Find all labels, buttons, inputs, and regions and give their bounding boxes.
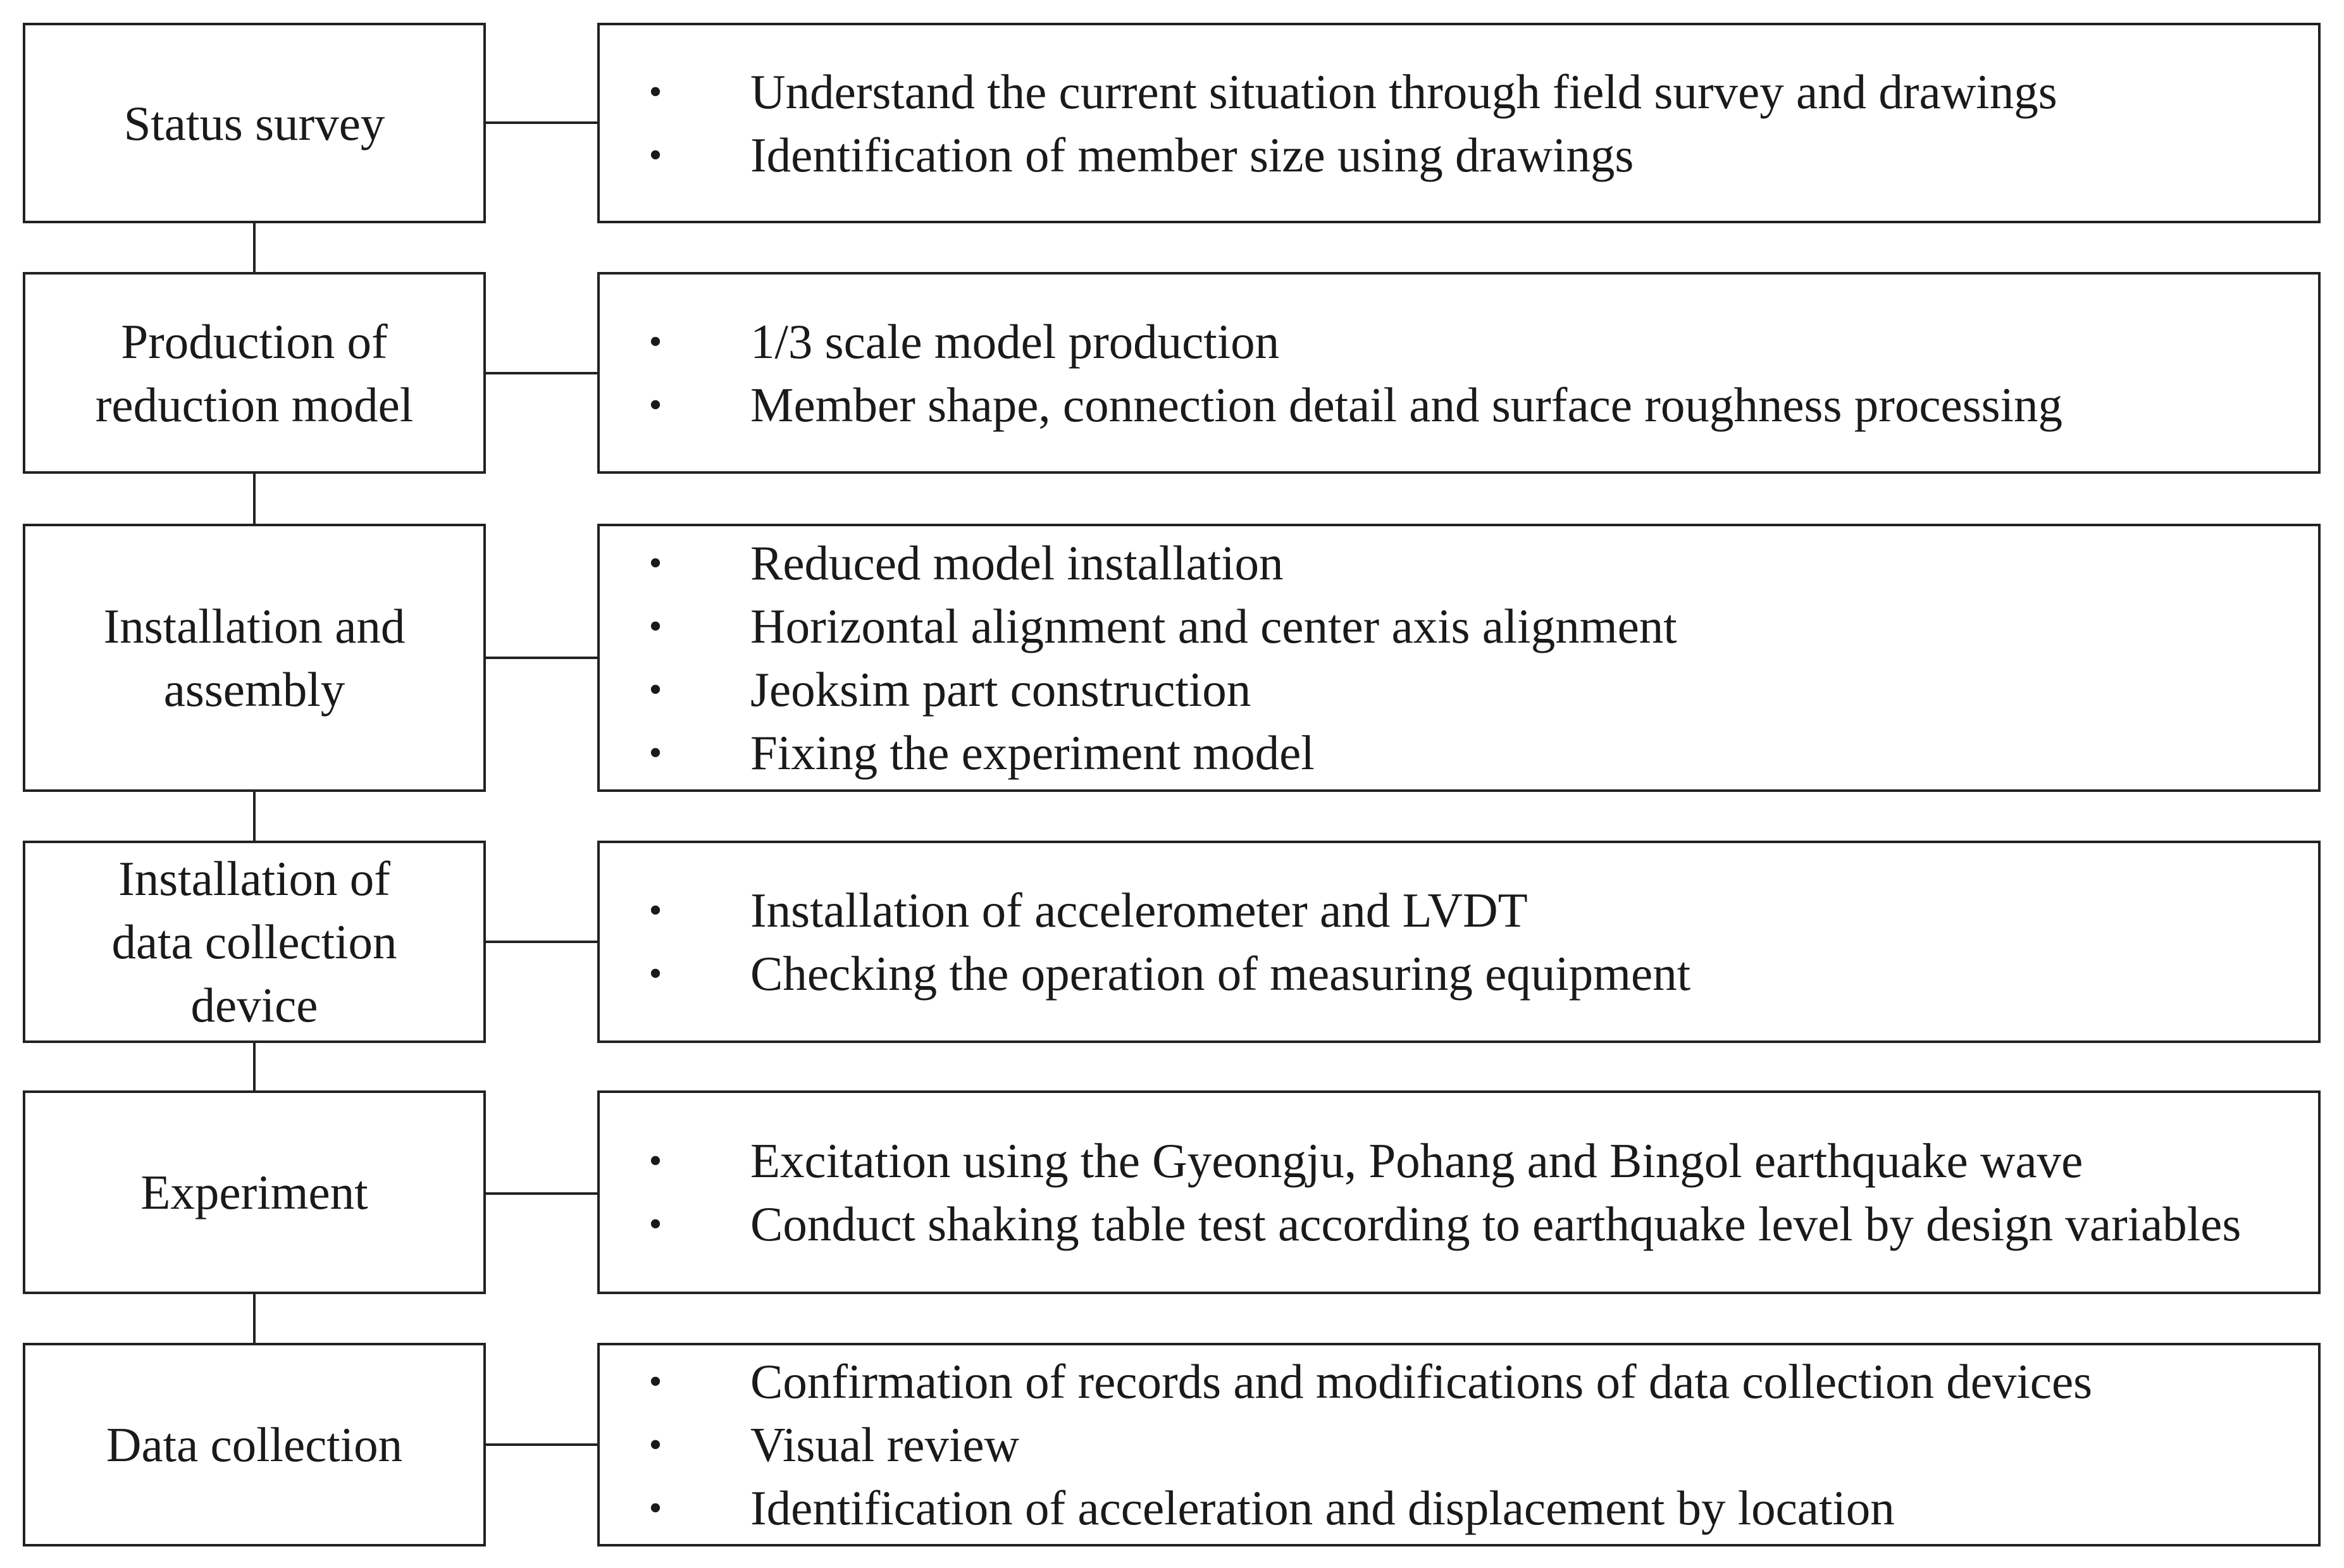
bullet-icon: • (648, 383, 662, 426)
detail-box-data-collection: • Confirmation of records and modificatio… (597, 1343, 2321, 1546)
step-label: Installation and assembly (103, 599, 406, 717)
flow-connector (253, 223, 256, 272)
connector-line (486, 657, 597, 659)
detail-text: Reduced model installation (750, 536, 1284, 590)
bullet-icon: • (648, 1424, 662, 1466)
list-item: • Confirmation of records and modificatio… (643, 1350, 2318, 1413)
list-item: • Excitation using the Gyeongju, Pohang a… (643, 1129, 2318, 1192)
step-label: Production of reduction model (95, 314, 414, 432)
connector-line (486, 121, 597, 124)
list-item: • Conduct shaking table test according to… (643, 1192, 2318, 1256)
detail-box-installation-and-assembly: • Reduced model installation • Horizontal … (597, 524, 2321, 792)
detail-text: Conduct shaking table test according to … (750, 1197, 2242, 1251)
bullet-icon: • (648, 1487, 662, 1529)
connector-line (486, 941, 597, 943)
step-box-experiment: Experiment (23, 1090, 486, 1294)
list-item: • Identification of member size using dra… (643, 123, 2318, 187)
detail-list: •Installation of accelerometer and LVDT … (600, 879, 2318, 1005)
detail-text: Excitation using the Gyeongju, Pohang an… (750, 1133, 2083, 1188)
connector-line (486, 372, 597, 374)
bullet-icon: • (648, 542, 662, 584)
bullet-icon: • (648, 669, 662, 710)
detail-text: Identification of member size using draw… (750, 127, 1634, 182)
list-item: • 1/3 scale model production (643, 310, 2318, 373)
bullet-icon: • (648, 732, 662, 774)
bullet-icon: • (648, 1203, 662, 1245)
detail-text: Checking the operation of measuring equi… (750, 946, 1691, 1001)
detail-list: • Excitation using the Gyeongju, Pohang a… (600, 1129, 2318, 1256)
detail-text: Member shape, connection detail and surf… (750, 377, 2063, 432)
bullet-icon: • (648, 133, 662, 176)
detail-text: Installation of accelerometer and LVDT (750, 883, 1528, 937)
step-label: Data collection (106, 1417, 403, 1472)
flow-connector (253, 474, 256, 524)
list-item: • Checking the operation of measuring equ… (643, 942, 2318, 1005)
bullet-icon: • (648, 953, 662, 994)
list-item: • Visual review (643, 1413, 2318, 1476)
detail-text: Fixing the experiment model (750, 725, 1315, 780)
list-item: • Member shape, connection detail and sur… (643, 373, 2318, 436)
list-item: • Installation of accelerometer and LVDT (643, 879, 2318, 942)
detail-text: Horizontal alignment and center axis ali… (750, 599, 1677, 653)
detail-list: • 1/3 scale model production • Member shap… (600, 310, 2318, 436)
bullet-icon: • (648, 320, 662, 362)
flow-connector (253, 1043, 256, 1090)
step-label: Status survey (123, 96, 385, 151)
list-item: • Jeoksim part construction (643, 658, 2318, 721)
detail-text: Understand the current situation through… (750, 64, 2057, 119)
bullet-icon: • (648, 70, 662, 113)
list-item: • Understand the current situation throug… (643, 60, 2318, 123)
list-item: • Horizontal alignment and center axis al… (643, 595, 2318, 658)
list-item: • Identification of acceleration and disp… (643, 1476, 2318, 1540)
step-label: Installation of data collection device (111, 851, 397, 1032)
detail-list: • Reduced model installation • Horizontal … (600, 531, 2318, 784)
list-item: • Fixing the experiment model (643, 721, 2318, 784)
step-box-production-of-reduction-model: Production of reduction model (23, 272, 486, 474)
detail-box-production-of-reduction-model: • 1/3 scale model production • Member shap… (597, 272, 2321, 474)
detail-text: Confirmation of records and modification… (750, 1354, 2093, 1409)
detail-box-experiment: • Excitation using the Gyeongju, Pohang a… (597, 1090, 2321, 1294)
connector-line (486, 1192, 597, 1195)
detail-text: Visual review (750, 1417, 1020, 1472)
detail-list: • Confirmation of records and modificatio… (600, 1350, 2318, 1540)
step-box-installation-of-data-collection-device: Installation of data collection device (23, 841, 486, 1043)
bullet-icon: • (648, 889, 662, 931)
step-label: Experiment (140, 1165, 368, 1219)
bullet-icon: • (648, 1140, 662, 1182)
bullet-icon: • (648, 1361, 662, 1402)
detail-list: • Understand the current situation throug… (600, 60, 2318, 187)
step-box-installation-and-assembly: Installation and assembly (23, 524, 486, 792)
step-box-data-collection: Data collection (23, 1343, 486, 1546)
detail-text: 1/3 scale model production (750, 314, 1280, 369)
detail-box-installation-of-data-collection-device: •Installation of accelerometer and LVDT … (597, 841, 2321, 1043)
bullet-icon: • (648, 605, 662, 647)
connector-line (486, 1443, 597, 1446)
detail-text: Jeoksim part construction (750, 662, 1251, 717)
step-box-status-survey: Status survey (23, 23, 486, 223)
flow-connector (253, 1294, 256, 1343)
flow-connector (253, 792, 256, 841)
list-item: • Reduced model installation (643, 531, 2318, 595)
detail-text: Identification of acceleration and displ… (750, 1481, 1895, 1535)
detail-box-status-survey: • Understand the current situation throug… (597, 23, 2321, 223)
